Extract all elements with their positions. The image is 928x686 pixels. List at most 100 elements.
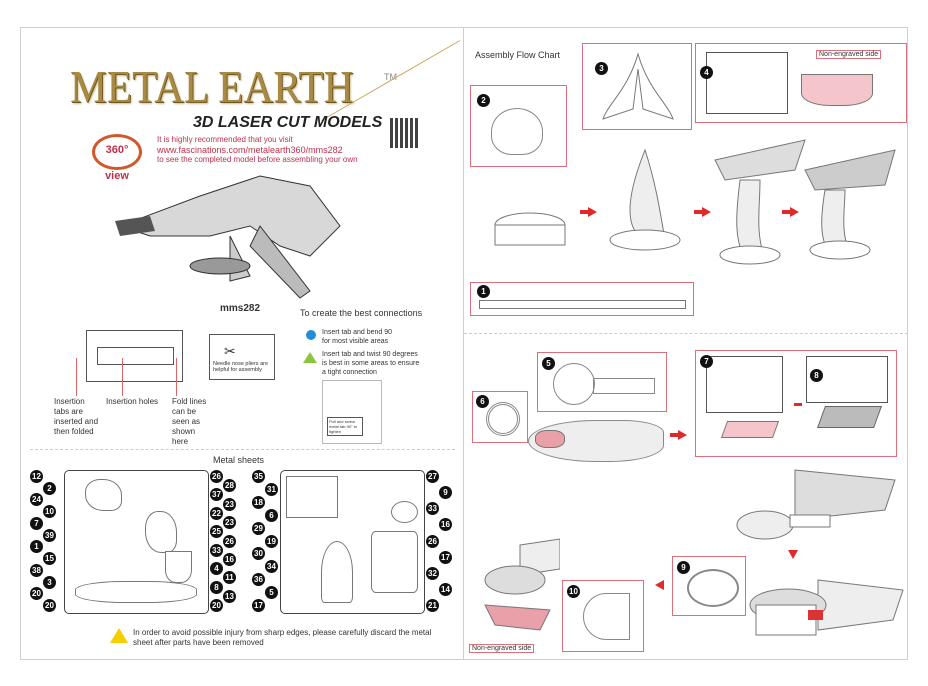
step-10-box: 10: [562, 580, 644, 652]
arrow-right-icon: [670, 430, 687, 440]
sheet1-left-labels: 12 2 24 10 7 39 1 15 38 3 20 20: [30, 470, 56, 612]
part-label: 32: [426, 566, 439, 580]
part-label: 19: [265, 534, 278, 548]
step-6-box: 6: [472, 391, 528, 443]
arrow-right-icon: [782, 207, 799, 217]
part-label: 36: [252, 573, 265, 587]
model-code: mms282: [220, 303, 261, 314]
part-label: 8: [210, 580, 223, 594]
part-shape: [816, 406, 883, 428]
step-number: 5: [542, 357, 555, 370]
red-part: [720, 421, 780, 438]
part-label: 23: [223, 516, 236, 530]
metal-sheet-1: [64, 470, 209, 614]
part-shape: [706, 52, 788, 114]
part-label: 20: [43, 599, 56, 612]
page-divider: [463, 27, 464, 660]
flow-row-2-assembly: [736, 469, 896, 540]
step-number: 4: [700, 66, 713, 79]
part-label: 11: [223, 571, 236, 585]
intro-url[interactable]: www.fascinations.com/metalearth360/mms28…: [157, 145, 343, 155]
part-label: 7: [30, 516, 43, 530]
part-label: 20: [210, 599, 223, 612]
pliers-icon: ✂: [224, 343, 236, 359]
part-label: 28: [223, 479, 236, 493]
part-label: 6: [265, 508, 278, 522]
part-label: 13: [223, 589, 236, 603]
part-shape: 8: [806, 356, 888, 403]
part-label: 9: [439, 486, 452, 500]
part-label: 16: [439, 518, 452, 532]
leader-line: [176, 358, 177, 396]
trademark: TM: [384, 72, 397, 82]
part-label: 26: [426, 534, 439, 548]
step-number: 10: [567, 585, 580, 598]
warning-text: In order to avoid possible injury from s…: [133, 628, 432, 647]
part-shape: [593, 378, 655, 394]
part-label: 27: [426, 470, 439, 483]
leader-line: [76, 358, 77, 396]
step-4-box: 4 Non-engraved side: [695, 43, 907, 123]
leader-line: [122, 358, 123, 396]
tip-insertion-holes: Insertion holes: [106, 397, 159, 406]
tab-part-shape: [97, 347, 174, 365]
tab-diagram: [86, 330, 183, 382]
part-label: 26: [223, 534, 236, 548]
part-label: 25: [210, 525, 223, 539]
part-label: 12: [30, 470, 43, 483]
part-shape: [553, 363, 595, 405]
warning-icon: [110, 628, 128, 643]
circle-text: Insert tab and bend 90 for most visible …: [322, 329, 393, 345]
sheets-divider: [30, 449, 455, 450]
arrow-left-icon: [655, 580, 664, 590]
part-label: 23: [223, 497, 236, 511]
sheet1-right-labels: 26 28 37 23 22 23 25 26 33 16 4 11 8 13 …: [210, 470, 236, 612]
sheets-title: Metal sheets: [213, 455, 265, 465]
part-label: 5: [265, 586, 278, 600]
part-shape: [491, 108, 543, 155]
step-number: 1: [477, 285, 490, 298]
page-frame: [20, 27, 908, 660]
final-assembly: [484, 538, 560, 631]
part-label: 37: [210, 488, 223, 502]
part-label: 30: [252, 547, 265, 561]
step-number: 6: [476, 395, 489, 408]
part-label: 10: [43, 505, 56, 519]
step-7-8-box: 7 8: [695, 350, 897, 457]
part-label: 35: [252, 470, 265, 483]
step-number: 9: [677, 561, 690, 574]
arrow-right-icon: [580, 207, 597, 217]
part-label: 24: [30, 493, 43, 507]
part-label: 1: [30, 540, 43, 554]
flow-divider: [464, 333, 908, 334]
part-label: 31: [265, 482, 278, 496]
tip-insertion-tabs: Insertion tabs are inserted and then fol…: [54, 397, 99, 436]
360-view-icon: 360° view: [92, 134, 142, 182]
part-label: 26: [210, 470, 223, 483]
part-label: 2: [43, 481, 56, 495]
twist-caption: Pull and screw metal tab 90° to tighten: [327, 417, 363, 436]
step-2-box: 2: [470, 85, 567, 167]
step-3-box: 3: [582, 43, 692, 130]
part-label: 33: [426, 502, 439, 516]
part-label: 17: [439, 550, 452, 564]
qr-code[interactable]: [390, 118, 420, 148]
pliers-box: ✂ Needle nose pliers are helpful for ass…: [209, 334, 275, 380]
triangle-text: Insert tab and twist 90 degrees is best …: [322, 351, 420, 376]
flow-row-1-illustrations: [494, 139, 896, 265]
step-1-box: 1: [470, 282, 694, 316]
part-strip: [479, 300, 686, 309]
brand-logo: METAL EARTH: [70, 61, 354, 112]
step-9-assembly: [749, 579, 904, 636]
blue-circle-icon: [306, 330, 316, 340]
part-label: 15: [43, 552, 56, 566]
part-label: 3: [43, 575, 56, 589]
non-engraved-label: Non-engraved side: [816, 50, 882, 59]
part-label: 34: [265, 560, 278, 574]
part-label: 21: [426, 599, 439, 612]
part-label: 39: [43, 528, 56, 542]
part-label: 29: [252, 521, 265, 535]
step-9-box: 9: [672, 556, 746, 616]
red-part: [535, 430, 565, 448]
sheet2-left-labels: 35 31 18 6 29 19 30 34 36 5 17: [252, 470, 278, 612]
